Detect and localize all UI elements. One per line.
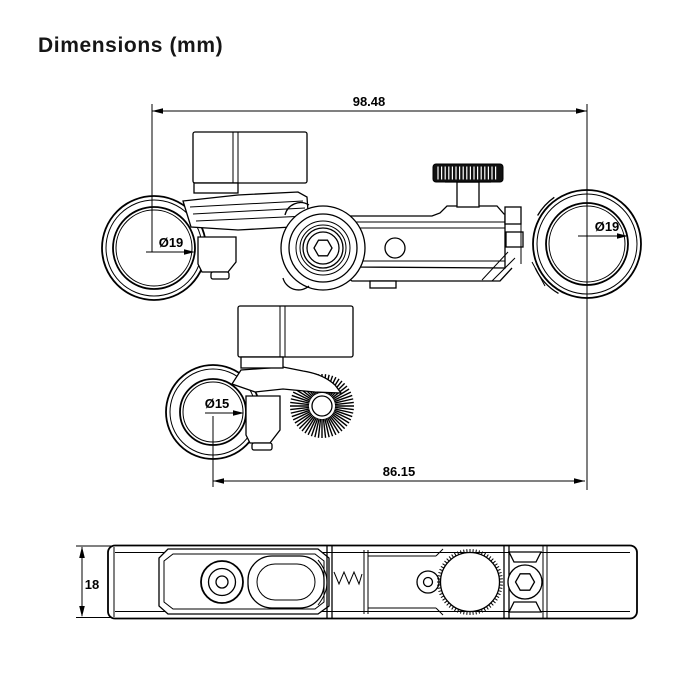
small-clamp-jaw <box>245 395 281 451</box>
dim-thickness: 18 <box>76 545 112 618</box>
dim-rod-left: Ø19 <box>146 235 195 255</box>
label-rod-diameter-right: Ø19 <box>595 219 620 234</box>
dim-rod-small: Ø15 <box>205 396 244 416</box>
pivot-joint <box>280 201 366 291</box>
clamp-lever-knob-rotated <box>237 305 354 369</box>
page-title: Dimensions (mm) <box>38 34 224 57</box>
clamp-bracket <box>231 366 343 394</box>
hex-screw-top <box>507 564 543 600</box>
rosette-gear <box>290 374 354 438</box>
screw-bracket <box>503 546 548 618</box>
thumbscrew <box>432 163 504 208</box>
rotated-view: Ø15 86.15 <box>165 305 585 487</box>
dim-overall-width: 98.48 <box>151 94 588 252</box>
dim-hole-spacing: 86.15 <box>212 416 585 487</box>
top-view: 18 <box>76 544 638 620</box>
side-view: 98.48 Ø19 Ø19 <box>101 94 642 490</box>
dim-rod-right: Ø19 <box>578 190 628 490</box>
label-rod-diameter-left: Ø19 <box>159 235 184 250</box>
label-rod-diameter-small: Ø15 <box>205 396 230 411</box>
left-clamp-jaw <box>197 236 237 280</box>
lever-slot <box>247 555 325 609</box>
label-hole-spacing: 86.15 <box>383 464 416 479</box>
pivot-ring-top <box>416 570 440 594</box>
label-thickness: 18 <box>85 577 99 592</box>
hinge-threads <box>504 206 524 264</box>
arm-hole <box>384 237 406 259</box>
thumbscrew-top <box>437 549 503 615</box>
clamp-bar <box>107 544 638 620</box>
lever-plate <box>158 548 330 615</box>
clamp-split <box>326 546 444 618</box>
clamp-lever-knob <box>192 131 308 194</box>
hex-socket <box>313 239 333 257</box>
thumbscrew-knurl <box>437 166 497 180</box>
label-overall-width: 98.48 <box>353 94 386 109</box>
